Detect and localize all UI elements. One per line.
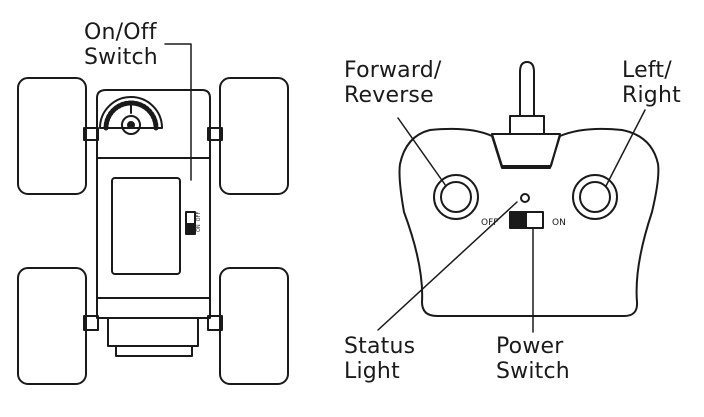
car-switch-leader <box>164 43 192 181</box>
car-power-switch-slider <box>186 223 195 234</box>
power-switch-label-line2: Switch <box>496 359 570 384</box>
rear-bumper <box>107 317 199 347</box>
forward-reverse-label: Forward/ Reverse <box>344 58 442 108</box>
status-light-leader <box>377 201 518 331</box>
left-right-label: Left/ Right <box>622 58 681 108</box>
remote-controller <box>377 61 660 333</box>
gauge-icon <box>99 96 163 129</box>
status-light-label-line1: Status <box>344 334 416 359</box>
on-off-switch-label-line1: On/Off <box>84 20 157 45</box>
rc-car <box>17 43 289 385</box>
remote-body <box>398 127 660 317</box>
gauge-knob <box>121 115 141 135</box>
left-right-stick-cap <box>579 181 611 213</box>
power-switch-label: Power Switch <box>496 334 570 384</box>
left-right-leader <box>605 109 646 187</box>
remote-off-text: OFF <box>481 218 498 228</box>
on-off-switch-label-line2: Switch <box>84 45 158 70</box>
front-right-hub <box>207 127 223 141</box>
antenna-icon <box>519 61 535 117</box>
forward-reverse-stick[interactable] <box>433 174 479 220</box>
front-left-wheel <box>17 77 87 195</box>
remote-power-switch-slider <box>510 212 527 228</box>
status-light-label-line2: Light <box>344 359 400 384</box>
battery-hatch <box>111 177 181 275</box>
forward-reverse-leader <box>397 117 447 187</box>
forward-reverse-stick-cap <box>440 181 472 213</box>
front-right-wheel <box>219 77 289 195</box>
car-body <box>96 89 211 319</box>
power-switch-label-line1: Power <box>496 334 564 359</box>
left-right-stick[interactable] <box>572 174 618 220</box>
on-off-switch-label: On/Off Switch <box>84 20 158 70</box>
handle-bracket <box>491 133 561 167</box>
forward-reverse-label-line2: Reverse <box>344 83 434 108</box>
antenna-base <box>509 115 545 135</box>
rear-left-hub <box>83 315 99 331</box>
status-light <box>520 193 530 203</box>
left-right-label-line2: Right <box>622 83 681 108</box>
rear-left-wheel <box>17 267 87 385</box>
gauge-center <box>127 121 135 129</box>
left-right-label-line1: Left/ <box>622 58 672 83</box>
rear-bumper-lip <box>115 345 193 357</box>
forward-reverse-label-line1: Forward/ <box>344 58 442 83</box>
rear-right-wheel <box>219 267 289 385</box>
car-switch-on-off-marks: ONOFF <box>196 212 202 232</box>
rear-right-hub <box>207 315 223 331</box>
remote-on-text: ON <box>552 218 566 228</box>
status-light-label: Status Light <box>344 334 415 384</box>
